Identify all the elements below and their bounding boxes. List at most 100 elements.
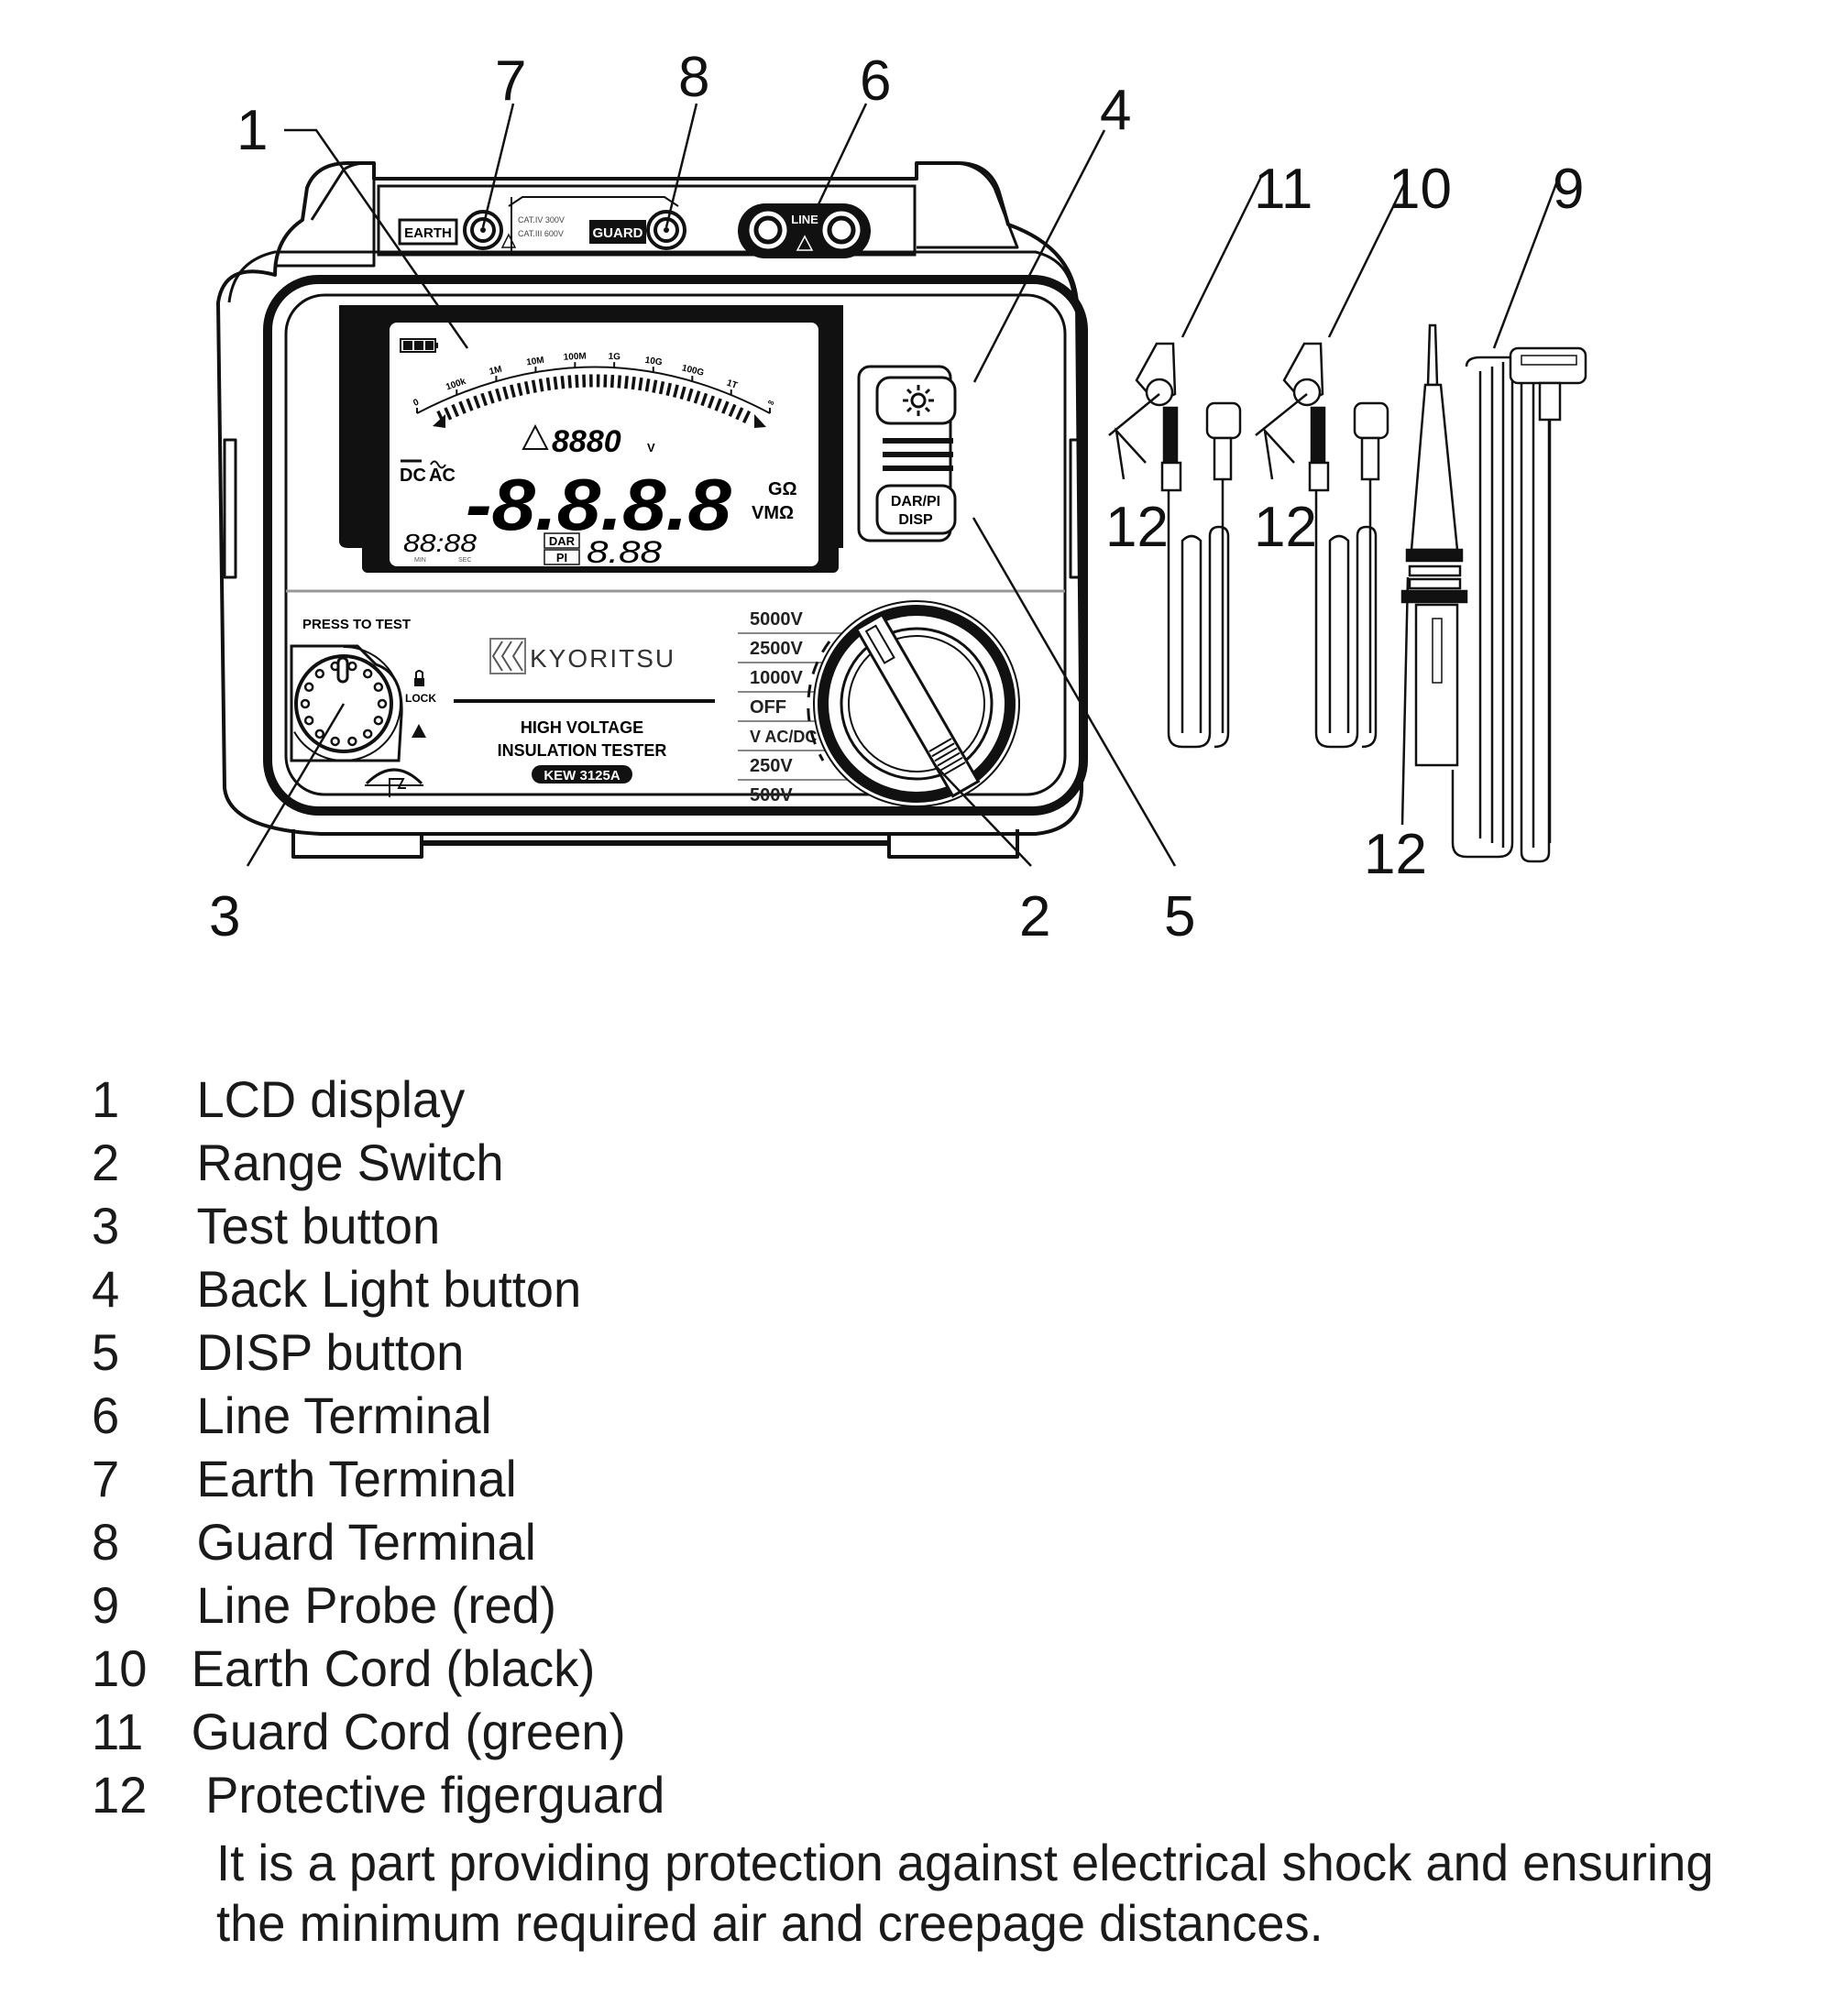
bargraph-segment: [488, 390, 495, 404]
scale-tick-label: 0: [412, 397, 421, 408]
ratio-readout: 8.88: [587, 535, 662, 570]
legend-number: 4: [92, 1260, 120, 1318]
range-positions: 5000V 2500V 1000V OFF V AC/DC 250V 500V: [738, 609, 852, 805]
disp-button-label-2: DISP: [898, 512, 933, 528]
bargraph-segment: [624, 376, 629, 389]
callout-12-earth: 12: [1254, 496, 1317, 559]
line-warning-icon: [796, 235, 814, 251]
earth-label-box: [398, 218, 458, 246]
callout-2: 2: [1019, 885, 1051, 948]
test-button-grip: [300, 698, 311, 709]
test-button-grip: [303, 715, 314, 726]
dc-indicator: DC: [400, 466, 426, 486]
bargraph-segment: [466, 398, 474, 411]
legend-item: 11 Guard Cord (green): [92, 1700, 1745, 1763]
range-option[interactable]: 2500V: [750, 639, 803, 659]
scale-tick-label: 100M: [563, 352, 587, 363]
range-option[interactable]: 1000V: [750, 668, 803, 688]
bargraph-segment: [631, 376, 636, 390]
legend-number: 11: [92, 1703, 144, 1760]
test-button-grip: [303, 682, 314, 693]
scale-tick-label: 1M: [489, 365, 503, 378]
bargraph-segment: [679, 386, 686, 400]
hv-warning-icon: [522, 423, 549, 450]
bargraph-segment: [673, 384, 679, 398]
range-option[interactable]: OFF: [750, 697, 786, 718]
callout-1: 1: [236, 99, 269, 162]
legend-label: Guard Terminal: [196, 1513, 536, 1571]
range-switch[interactable]: [807, 600, 1020, 807]
bargraph-segment: [665, 382, 673, 397]
product-name-line2: INSULATION TESTER: [498, 741, 667, 760]
legend-number: 5: [92, 1323, 120, 1381]
scale-tick-label: ∞: [766, 397, 776, 409]
legend-label: Guard Cord (green): [191, 1703, 626, 1760]
guard-terminal[interactable]: [646, 210, 686, 250]
callout-4: 4: [1100, 79, 1132, 142]
line-terminal[interactable]: [746, 208, 863, 252]
bargraph-segment: [531, 379, 537, 393]
earth-terminal[interactable]: [463, 210, 503, 250]
bargraph-segment: [735, 407, 744, 421]
brand-name: KYORITSU: [530, 644, 675, 673]
legend-number: 3: [92, 1197, 120, 1255]
test-button[interactable]: [286, 644, 403, 762]
callout-8: 8: [678, 46, 710, 109]
cat-rating-2: CAT.III 600V: [518, 229, 564, 238]
range-option[interactable]: 500V: [750, 785, 793, 805]
range-option[interactable]: 5000V: [750, 609, 803, 630]
device-illustration: EARTH CAT.IV 300V CAT.III 600V GUARD LIN…: [216, 103, 1587, 867]
test-button-grip: [377, 698, 388, 709]
voltage-readout: 8880: [552, 424, 621, 459]
bargraph-segment: [451, 403, 459, 418]
legend-label: Test button: [196, 1197, 441, 1255]
bargraph-segment: [523, 380, 531, 395]
cat-rating-1: CAT.IV 300V: [518, 215, 565, 225]
unit-gohm: GΩ: [768, 479, 797, 499]
range-option[interactable]: V AC/DC: [750, 728, 817, 746]
callout-7: 7: [495, 49, 527, 113]
ac-indicator: AC: [429, 466, 456, 486]
bargraph-segment: [473, 395, 481, 409]
scale-tick-label: 10G: [644, 356, 664, 368]
earth-label: EARTH: [404, 225, 452, 241]
scale-tick-label: 10M: [526, 356, 545, 368]
bargraph: [436, 374, 752, 424]
line-label: LINE: [791, 213, 818, 226]
legend-label: Earth Terminal: [196, 1450, 517, 1507]
disp-button[interactable]: [875, 484, 957, 535]
callout-9: 9: [1553, 158, 1585, 221]
legend-label: Protective figerguard: [205, 1766, 665, 1824]
case-outline: [216, 161, 1083, 836]
legend-number: 9: [92, 1576, 120, 1634]
bargraph-segment: [686, 388, 694, 402]
pi-indicator: PI: [556, 551, 567, 564]
legend-number: 2: [92, 1134, 120, 1191]
legend-label: Range Switch: [196, 1134, 504, 1191]
callout-12-guard: 12: [1105, 496, 1169, 559]
bargraph-segment: [458, 400, 467, 414]
bargraph-segment: [553, 376, 558, 390]
bargraph-segment: [480, 392, 489, 407]
test-button-grip: [373, 715, 384, 726]
press-to-test-label: PRESS TO TEST: [302, 617, 411, 632]
left-handle: [275, 161, 376, 268]
bargraph-segment: [638, 377, 643, 391]
bargraph-segment: [693, 390, 701, 404]
legend-label: Line Terminal: [196, 1386, 492, 1444]
test-button-grip: [362, 729, 373, 740]
bargraph-segment: [652, 379, 658, 393]
main-readout: -8.8.8.8: [466, 464, 732, 545]
bargraph-segment: [502, 386, 510, 400]
bargraph-segment: [714, 398, 722, 411]
product-name-line1: HIGH VOLTAGE: [521, 718, 643, 737]
test-button-grip: [330, 736, 340, 747]
range-option[interactable]: 250V: [750, 756, 793, 776]
